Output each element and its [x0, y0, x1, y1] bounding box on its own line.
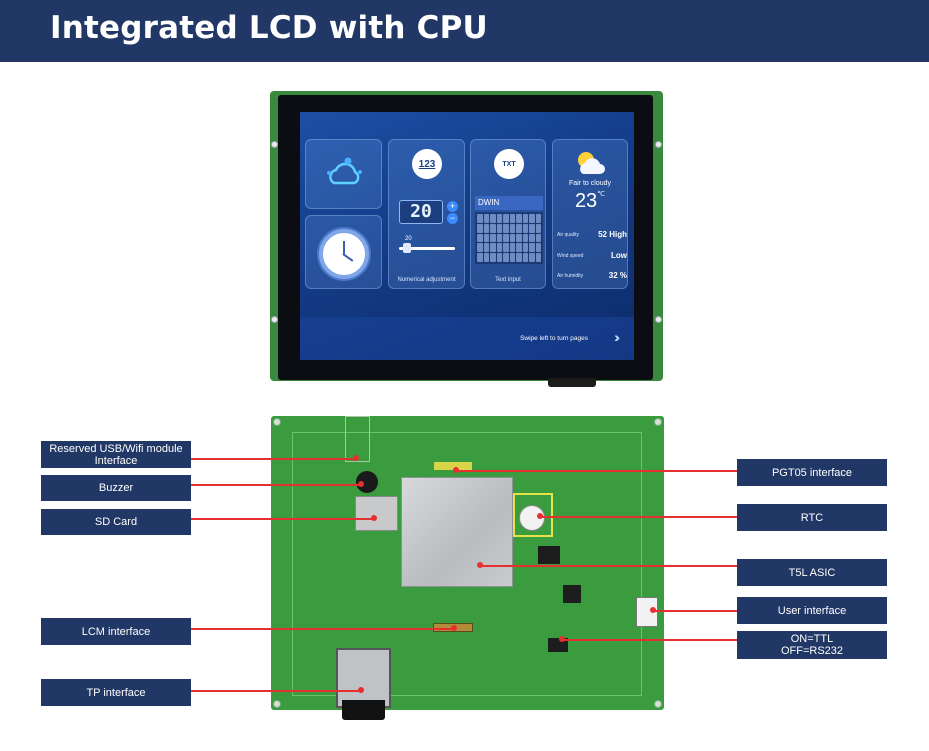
swipe-bar[interactable]: Swipe left to turn pages ›››	[300, 317, 634, 360]
callout-tp: TP interface	[41, 679, 191, 706]
text-input-card: TXT DWIN Text input	[470, 139, 546, 289]
leader-dot	[453, 467, 459, 473]
page-header: Integrated LCD with CPU	[0, 0, 929, 62]
t5l-asic-shield	[401, 477, 513, 587]
callout-t5l-asic: T5L ASIC	[737, 559, 887, 586]
callout-lcm: LCM interface	[41, 618, 191, 645]
callout-on-off: ON=TTL OFF=RS232	[737, 631, 887, 659]
text-caption: Text input	[495, 277, 521, 283]
leader-line	[191, 458, 356, 460]
slider-handle[interactable]	[403, 243, 411, 253]
text-input-field[interactable]: DWIN	[475, 196, 543, 210]
weather-condition: Fair to cloudy	[568, 180, 612, 187]
user-connector	[636, 597, 658, 627]
text-badge: TXT	[494, 149, 524, 179]
tp-connector	[336, 648, 391, 708]
callout-rtc: RTC	[737, 504, 887, 531]
slider-value: 20	[405, 236, 412, 242]
air-humidity-row: Air humidity 32 %	[557, 271, 627, 280]
lcd-screen: 123 20 + − 20 Numerical adjustment TXT D…	[300, 112, 634, 360]
air-quality-label: Air quality	[557, 231, 579, 238]
callout-buzzer: Buzzer	[41, 475, 191, 501]
clock-icon	[319, 229, 369, 279]
leader-dot	[353, 455, 359, 461]
mounting-hole	[655, 141, 662, 148]
wind-speed-row: Wind speed Low	[557, 251, 627, 260]
air-humidity-value: 32 %	[608, 271, 627, 280]
cloud-icon	[327, 157, 362, 185]
leader-dot	[371, 515, 377, 521]
pcb-outline	[292, 432, 642, 696]
callout-pgt05: PGT05 interface	[737, 459, 887, 486]
mounting-hole	[271, 141, 278, 148]
air-quality-row: Air quality 52 High	[557, 230, 627, 239]
clock-card	[305, 215, 382, 289]
leader-dot	[358, 687, 364, 693]
numerical-caption: Numerical adjustment	[397, 277, 456, 283]
plus-button[interactable]: +	[447, 201, 458, 212]
leader-line	[191, 484, 361, 486]
callout-user-interface: User interface	[737, 597, 887, 624]
mounting-hole	[655, 316, 662, 323]
pgt05-header	[434, 462, 472, 470]
sd-card-slot	[355, 496, 398, 531]
wind-speed-value: Low	[611, 251, 627, 260]
leader-dot	[358, 481, 364, 487]
tp-cable	[342, 700, 385, 720]
fpc-tab	[548, 378, 596, 387]
swipe-hint: Swipe left to turn pages	[520, 335, 588, 342]
leader-line	[455, 470, 737, 472]
leader-line	[191, 690, 361, 692]
air-quality-value: 52 High	[598, 230, 627, 239]
chip	[563, 585, 581, 603]
rtc-battery	[513, 493, 553, 537]
buzzer-component	[356, 471, 378, 493]
callout-usb-wifi: Reserved USB/Wifi module Interface	[41, 441, 191, 468]
leader-line	[562, 639, 737, 641]
temperature-value: 23	[574, 190, 598, 212]
chevron-right-icon: ›››	[614, 329, 620, 345]
leader-line	[191, 518, 374, 520]
usb-wifi-header	[345, 416, 370, 462]
leader-line	[653, 610, 737, 612]
temperature-unit: ℃	[597, 191, 606, 198]
cloud-card	[305, 139, 382, 209]
weather-card: Fair to cloudy 23℃ Air quality 52 High W…	[552, 139, 628, 289]
leader-line	[191, 628, 453, 630]
page-title: Integrated LCD with CPU	[50, 10, 488, 46]
callout-sd-card: SD Card	[41, 509, 191, 535]
numerical-card: 123 20 + − 20 Numerical adjustment	[388, 139, 465, 289]
leader-dot	[537, 513, 543, 519]
leader-dot	[650, 607, 656, 613]
leader-dot	[451, 625, 457, 631]
air-humidity-label: Air humidity	[557, 272, 584, 279]
slider-track[interactable]	[399, 247, 455, 250]
off-rs232-label: OFF=RS232	[780, 645, 844, 657]
chip	[538, 546, 560, 564]
on-ttl-label: ON=TTL	[790, 633, 834, 645]
minus-button[interactable]: −	[447, 213, 458, 224]
number-badge: 123	[412, 149, 442, 179]
sun-cloud-icon	[578, 152, 605, 174]
onscreen-keyboard[interactable]	[475, 212, 543, 264]
mounting-hole	[271, 316, 278, 323]
wind-speed-label: Wind speed	[557, 252, 584, 259]
temperature-display: 23℃	[553, 190, 627, 213]
number-display: 20	[399, 200, 443, 224]
leader-dot	[477, 562, 483, 568]
leader-line	[480, 565, 737, 567]
leader-dot	[559, 636, 565, 642]
leader-line	[540, 516, 737, 518]
